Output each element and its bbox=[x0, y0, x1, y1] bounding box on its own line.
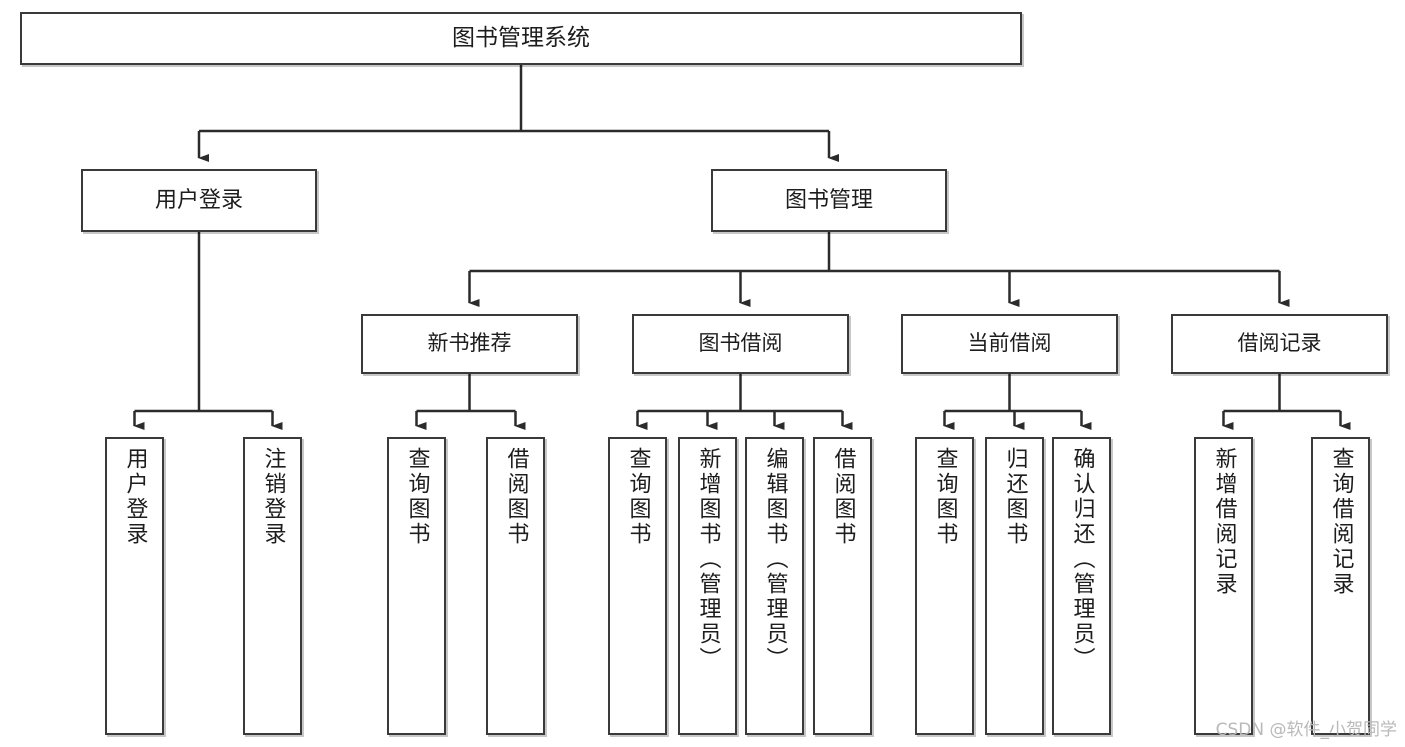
node-leaf5[interactable]: 查询图书 bbox=[608, 437, 667, 735]
node-label: 查询图书 bbox=[932, 447, 958, 547]
node-label: 借阅记录 bbox=[1237, 331, 1322, 356]
node-label: 注销登录 bbox=[260, 447, 286, 547]
node-label: 查询图书 bbox=[404, 447, 430, 547]
node-login[interactable]: 用户登录 bbox=[81, 169, 317, 232]
node-bookmgmt[interactable]: 图书管理 bbox=[711, 169, 947, 232]
node-leaf8[interactable]: 借阅图书 bbox=[813, 437, 872, 735]
node-leaf11[interactable]: 确认归还（管理员） bbox=[1052, 437, 1111, 735]
node-label: 新书推荐 bbox=[427, 331, 512, 356]
node-label: 图书管理系统 bbox=[452, 25, 590, 52]
node-leaf13[interactable]: 查询借阅记录 bbox=[1311, 437, 1370, 735]
node-leaf1[interactable]: 用户登录 bbox=[105, 437, 164, 735]
node-leaf4[interactable]: 借阅图书 bbox=[486, 437, 545, 735]
node-leaf3[interactable]: 查询图书 bbox=[387, 437, 446, 735]
node-newbook[interactable]: 新书推荐 bbox=[361, 314, 578, 374]
node-label: 新增图书（管理员） bbox=[695, 447, 721, 672]
node-label: 用户登录 bbox=[154, 187, 243, 213]
node-leaf2[interactable]: 注销登录 bbox=[243, 437, 302, 735]
node-label: 借阅图书 bbox=[830, 447, 856, 547]
node-label: 查询图书 bbox=[625, 447, 651, 547]
node-leaf7[interactable]: 编辑图书（管理员） bbox=[745, 437, 804, 735]
node-label: 用户登录 bbox=[122, 447, 148, 547]
node-label: 图书借阅 bbox=[698, 331, 783, 356]
node-label: 归还图书 bbox=[1002, 447, 1028, 547]
node-leaf12[interactable]: 新增借阅记录 bbox=[1194, 437, 1253, 735]
node-label: 确认归还（管理员） bbox=[1069, 447, 1095, 672]
node-leaf9[interactable]: 查询图书 bbox=[915, 437, 974, 735]
node-leaf6[interactable]: 新增图书（管理员） bbox=[678, 437, 737, 735]
node-record[interactable]: 借阅记录 bbox=[1171, 314, 1388, 374]
node-label: 图书管理 bbox=[784, 187, 873, 213]
node-root[interactable]: 图书管理系统 bbox=[20, 12, 1022, 65]
node-borrow[interactable]: 图书借阅 bbox=[632, 314, 849, 374]
node-current[interactable]: 当前借阅 bbox=[901, 314, 1118, 374]
node-label: 新增借阅记录 bbox=[1211, 447, 1237, 597]
node-label: 当前借阅 bbox=[967, 331, 1052, 356]
node-label: 编辑图书（管理员） bbox=[762, 447, 788, 672]
node-leaf10[interactable]: 归还图书 bbox=[985, 437, 1044, 735]
watermark-text: CSDN @软件_小贺同学 bbox=[1215, 720, 1397, 740]
node-label: 借阅图书 bbox=[503, 447, 529, 547]
node-label: 查询借阅记录 bbox=[1328, 447, 1354, 597]
